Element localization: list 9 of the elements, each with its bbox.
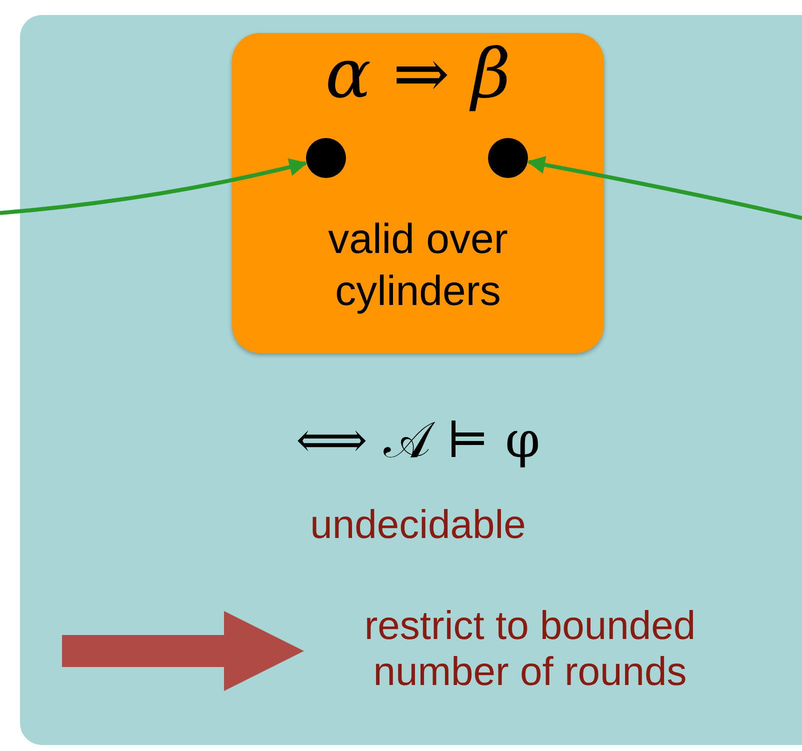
panel-background [20, 15, 802, 745]
arrow [0, 158, 308, 215]
note-text: restrict to bounded number of rounds [310, 603, 750, 699]
formula: α ⇒ β [324, 35, 512, 115]
formula: ⟺ 𝒜 ⊨ φ [294, 410, 542, 470]
status-text: undecidable [309, 502, 527, 549]
block-arrow [62, 611, 304, 691]
box-caption: valid over cylinders [327, 214, 509, 316]
arrow [526, 156, 802, 220]
